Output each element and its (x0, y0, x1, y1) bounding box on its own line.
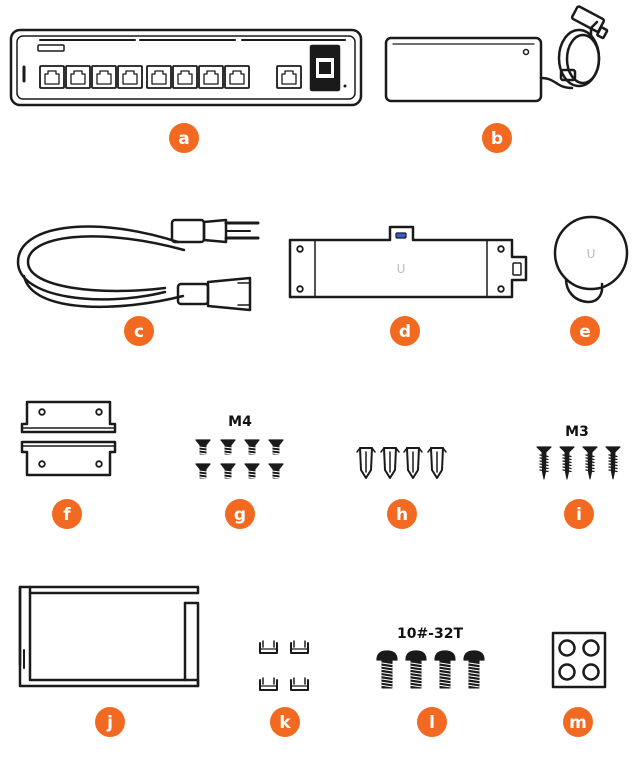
flat-head-screw (220, 463, 236, 479)
item-badge-g: g (225, 499, 255, 529)
flat-head-screw (268, 463, 284, 479)
rack-screw (376, 650, 398, 689)
m3-screws-illustration (536, 446, 621, 480)
wall-anchor (356, 447, 376, 479)
rack-shelf-bracket-illustration (18, 585, 200, 688)
wall-anchor (403, 447, 423, 479)
badge-letter: b (491, 129, 503, 149)
rj45-port (276, 65, 302, 89)
wood-screw (536, 446, 552, 480)
badge-letter: c (134, 322, 144, 342)
wall-anchors-illustration (356, 447, 447, 479)
size-label-l: 10#-32T (397, 626, 464, 642)
wall-anchor (427, 447, 447, 479)
cover-logo-text: U (587, 247, 596, 261)
rj45-port (117, 65, 143, 89)
rj45-port (224, 65, 250, 89)
flat-head-screw (195, 439, 211, 455)
rj45-port (91, 65, 117, 89)
rack-screw (434, 650, 456, 689)
m4-screws-illustration (195, 439, 284, 479)
badge-letter: k (279, 713, 291, 733)
size-label-g: M4 (228, 414, 252, 430)
flat-head-screw (244, 439, 260, 455)
badge-letter: a (178, 129, 189, 149)
bracket-logo-text: U (397, 262, 406, 276)
flat-head-screw (244, 463, 260, 479)
switch-illustration (9, 28, 363, 107)
item-badge-b: b (482, 123, 512, 153)
clip (290, 677, 309, 691)
rack-screw (463, 650, 485, 689)
badge-letter: l (429, 713, 435, 733)
badge-circle (563, 707, 593, 737)
wall-anchor (380, 447, 400, 479)
rj45-port (198, 65, 224, 89)
rj45-port (172, 65, 198, 89)
item-badge-a: a (169, 123, 199, 153)
badge-circle (52, 499, 82, 529)
item-badge-f: f (52, 499, 82, 529)
badge-letter: i (576, 505, 582, 525)
clip (259, 640, 278, 654)
badge-circle (482, 123, 512, 153)
badge-circle (570, 316, 600, 346)
wood-screw (582, 446, 598, 480)
rack-ears-illustration (20, 400, 117, 477)
item-badge-c: c (124, 316, 154, 346)
item-badge-j: j (95, 707, 125, 737)
flat-head-screw (220, 439, 236, 455)
badge-letter: d (399, 322, 411, 342)
item-badge-m: m (563, 707, 593, 737)
clips-illustration (259, 640, 309, 691)
size-label-i: M3 (565, 424, 589, 440)
cable-cover-illustration: U (553, 215, 629, 304)
badge-circle (95, 707, 125, 737)
badge-letter: e (579, 322, 591, 342)
badge-circle (225, 499, 255, 529)
badge-letter: f (63, 505, 71, 525)
badge-circle (169, 123, 199, 153)
badge-circle (124, 316, 154, 346)
rj45-port (146, 65, 172, 89)
badge-letter: h (396, 505, 408, 525)
rack-screws-illustration (376, 650, 485, 689)
rubber-feet-illustration (551, 631, 607, 689)
item-badge-h: h (387, 499, 417, 529)
flat-head-screw (195, 463, 211, 479)
flat-head-screw (268, 439, 284, 455)
rj45-port (39, 65, 65, 89)
power-cord-illustration (16, 218, 260, 312)
badge-circle (270, 707, 300, 737)
item-badge-e: e (570, 316, 600, 346)
mounting-bracket-illustration: U (288, 225, 528, 299)
badge-letter: j (106, 713, 113, 733)
item-badge-d: d (390, 316, 420, 346)
badge-letter: m (569, 713, 587, 733)
badge-circle (387, 499, 417, 529)
clip (290, 640, 309, 654)
badge-circle (564, 499, 594, 529)
item-badge-l: l (417, 707, 447, 737)
clip (259, 677, 278, 691)
power-adapter-illustration (384, 5, 609, 103)
badge-circle (417, 707, 447, 737)
badge-letter: g (234, 505, 246, 525)
item-badge-k: k (270, 707, 300, 737)
item-badge-i: i (564, 499, 594, 529)
wood-screw (605, 446, 621, 480)
rj45-port (65, 65, 91, 89)
switch-port-group (39, 65, 302, 89)
rack-screw (405, 650, 427, 689)
badge-circle (390, 316, 420, 346)
wood-screw (559, 446, 575, 480)
